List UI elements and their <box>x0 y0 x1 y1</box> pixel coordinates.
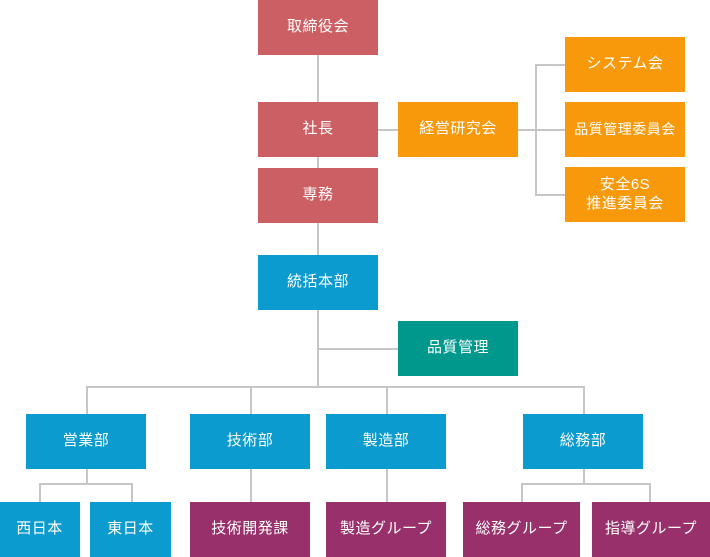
connector-committee-bus <box>535 64 537 195</box>
node-general-affairs[interactable]: 総務部 <box>523 414 643 469</box>
node-general-group[interactable]: 総務グループ <box>463 502 580 557</box>
connector-president-senmu <box>317 157 319 168</box>
connector-sales-stub <box>86 469 88 483</box>
node-tech-development[interactable]: 技術開発課 <box>190 502 310 557</box>
connector-board-president <box>317 55 319 102</box>
connector-senmu-hq <box>317 223 319 255</box>
connector-bus-system <box>535 64 565 66</box>
node-manufacturing-group[interactable]: 製造グループ <box>326 502 446 557</box>
node-label-manufacturing: 製造部 <box>362 432 410 450</box>
node-label-general-affairs: 総務部 <box>559 432 607 450</box>
node-label-west-japan: 西日本 <box>16 520 63 538</box>
node-board[interactable]: 取締役会 <box>258 0 378 55</box>
connector-general-stub <box>583 469 585 483</box>
node-label-president: 社長 <box>302 120 334 138</box>
connector-sales-bus <box>39 483 133 485</box>
node-engineering[interactable]: 技術部 <box>190 414 310 469</box>
node-quality-management[interactable]: 品質管理 <box>398 321 518 376</box>
node-label-general-group: 総務グループ <box>475 520 568 538</box>
connector-bus-sales <box>86 386 88 414</box>
connector-manufacturing-mfggroup <box>386 469 388 502</box>
connector-bus-guide-group <box>649 483 651 502</box>
connector-hq-quality-mgmt <box>317 348 398 350</box>
connector-bus-west-japan <box>39 483 41 502</box>
connector-bus-manufacturing <box>386 386 388 414</box>
node-label-engineering: 技術部 <box>226 432 274 450</box>
connector-department-bus <box>86 386 584 388</box>
connector-engineering-techdev <box>250 469 252 502</box>
node-label-hq: 統括本部 <box>286 273 349 291</box>
connector-bus-general <box>583 386 585 414</box>
node-label-east-japan: 東日本 <box>107 520 154 538</box>
node-research[interactable]: 経営研究会 <box>398 102 518 157</box>
node-label-sales: 営業部 <box>62 432 110 450</box>
node-system[interactable]: システム会 <box>565 37 685 92</box>
node-sales[interactable]: 営業部 <box>26 414 146 469</box>
connector-general-bus <box>521 483 651 485</box>
node-manufacturing[interactable]: 製造部 <box>326 414 446 469</box>
node-quality-committee[interactable]: 品質管理委員会 <box>565 102 685 157</box>
node-label-quality-committee: 品質管理委員会 <box>574 120 676 137</box>
connector-bus-safety6s <box>535 194 565 196</box>
node-label-tech-development: 技術開発課 <box>211 520 289 538</box>
node-label-senmu: 専務 <box>302 186 334 204</box>
node-president[interactable]: 社長 <box>258 102 378 157</box>
node-label-quality-management: 品質管理 <box>426 339 489 357</box>
node-hq[interactable]: 統括本部 <box>258 255 378 310</box>
node-senmu[interactable]: 専務 <box>258 168 378 223</box>
node-label-guidance-group: 指導グループ <box>604 520 698 538</box>
node-west-japan[interactable]: 西日本 <box>0 502 80 557</box>
node-label-research: 経営研究会 <box>419 120 497 138</box>
node-safety6s[interactable]: 安全6S 推進委員会 <box>565 167 685 222</box>
node-label-system: システム会 <box>586 55 664 73</box>
connector-president-research <box>378 129 398 131</box>
node-label-board: 取締役会 <box>286 18 349 36</box>
node-east-japan[interactable]: 東日本 <box>90 502 171 557</box>
connector-bus-engineering <box>250 386 252 414</box>
connector-research-bus-stub <box>518 129 565 131</box>
connector-bus-gen-group <box>521 483 523 502</box>
node-label-safety6s: 安全6S 推進委員会 <box>586 175 664 212</box>
node-guidance-group[interactable]: 指導グループ <box>592 502 710 557</box>
node-label-manufacturing-group: 製造グループ <box>339 520 433 538</box>
connector-bus-east-japan <box>131 483 133 502</box>
